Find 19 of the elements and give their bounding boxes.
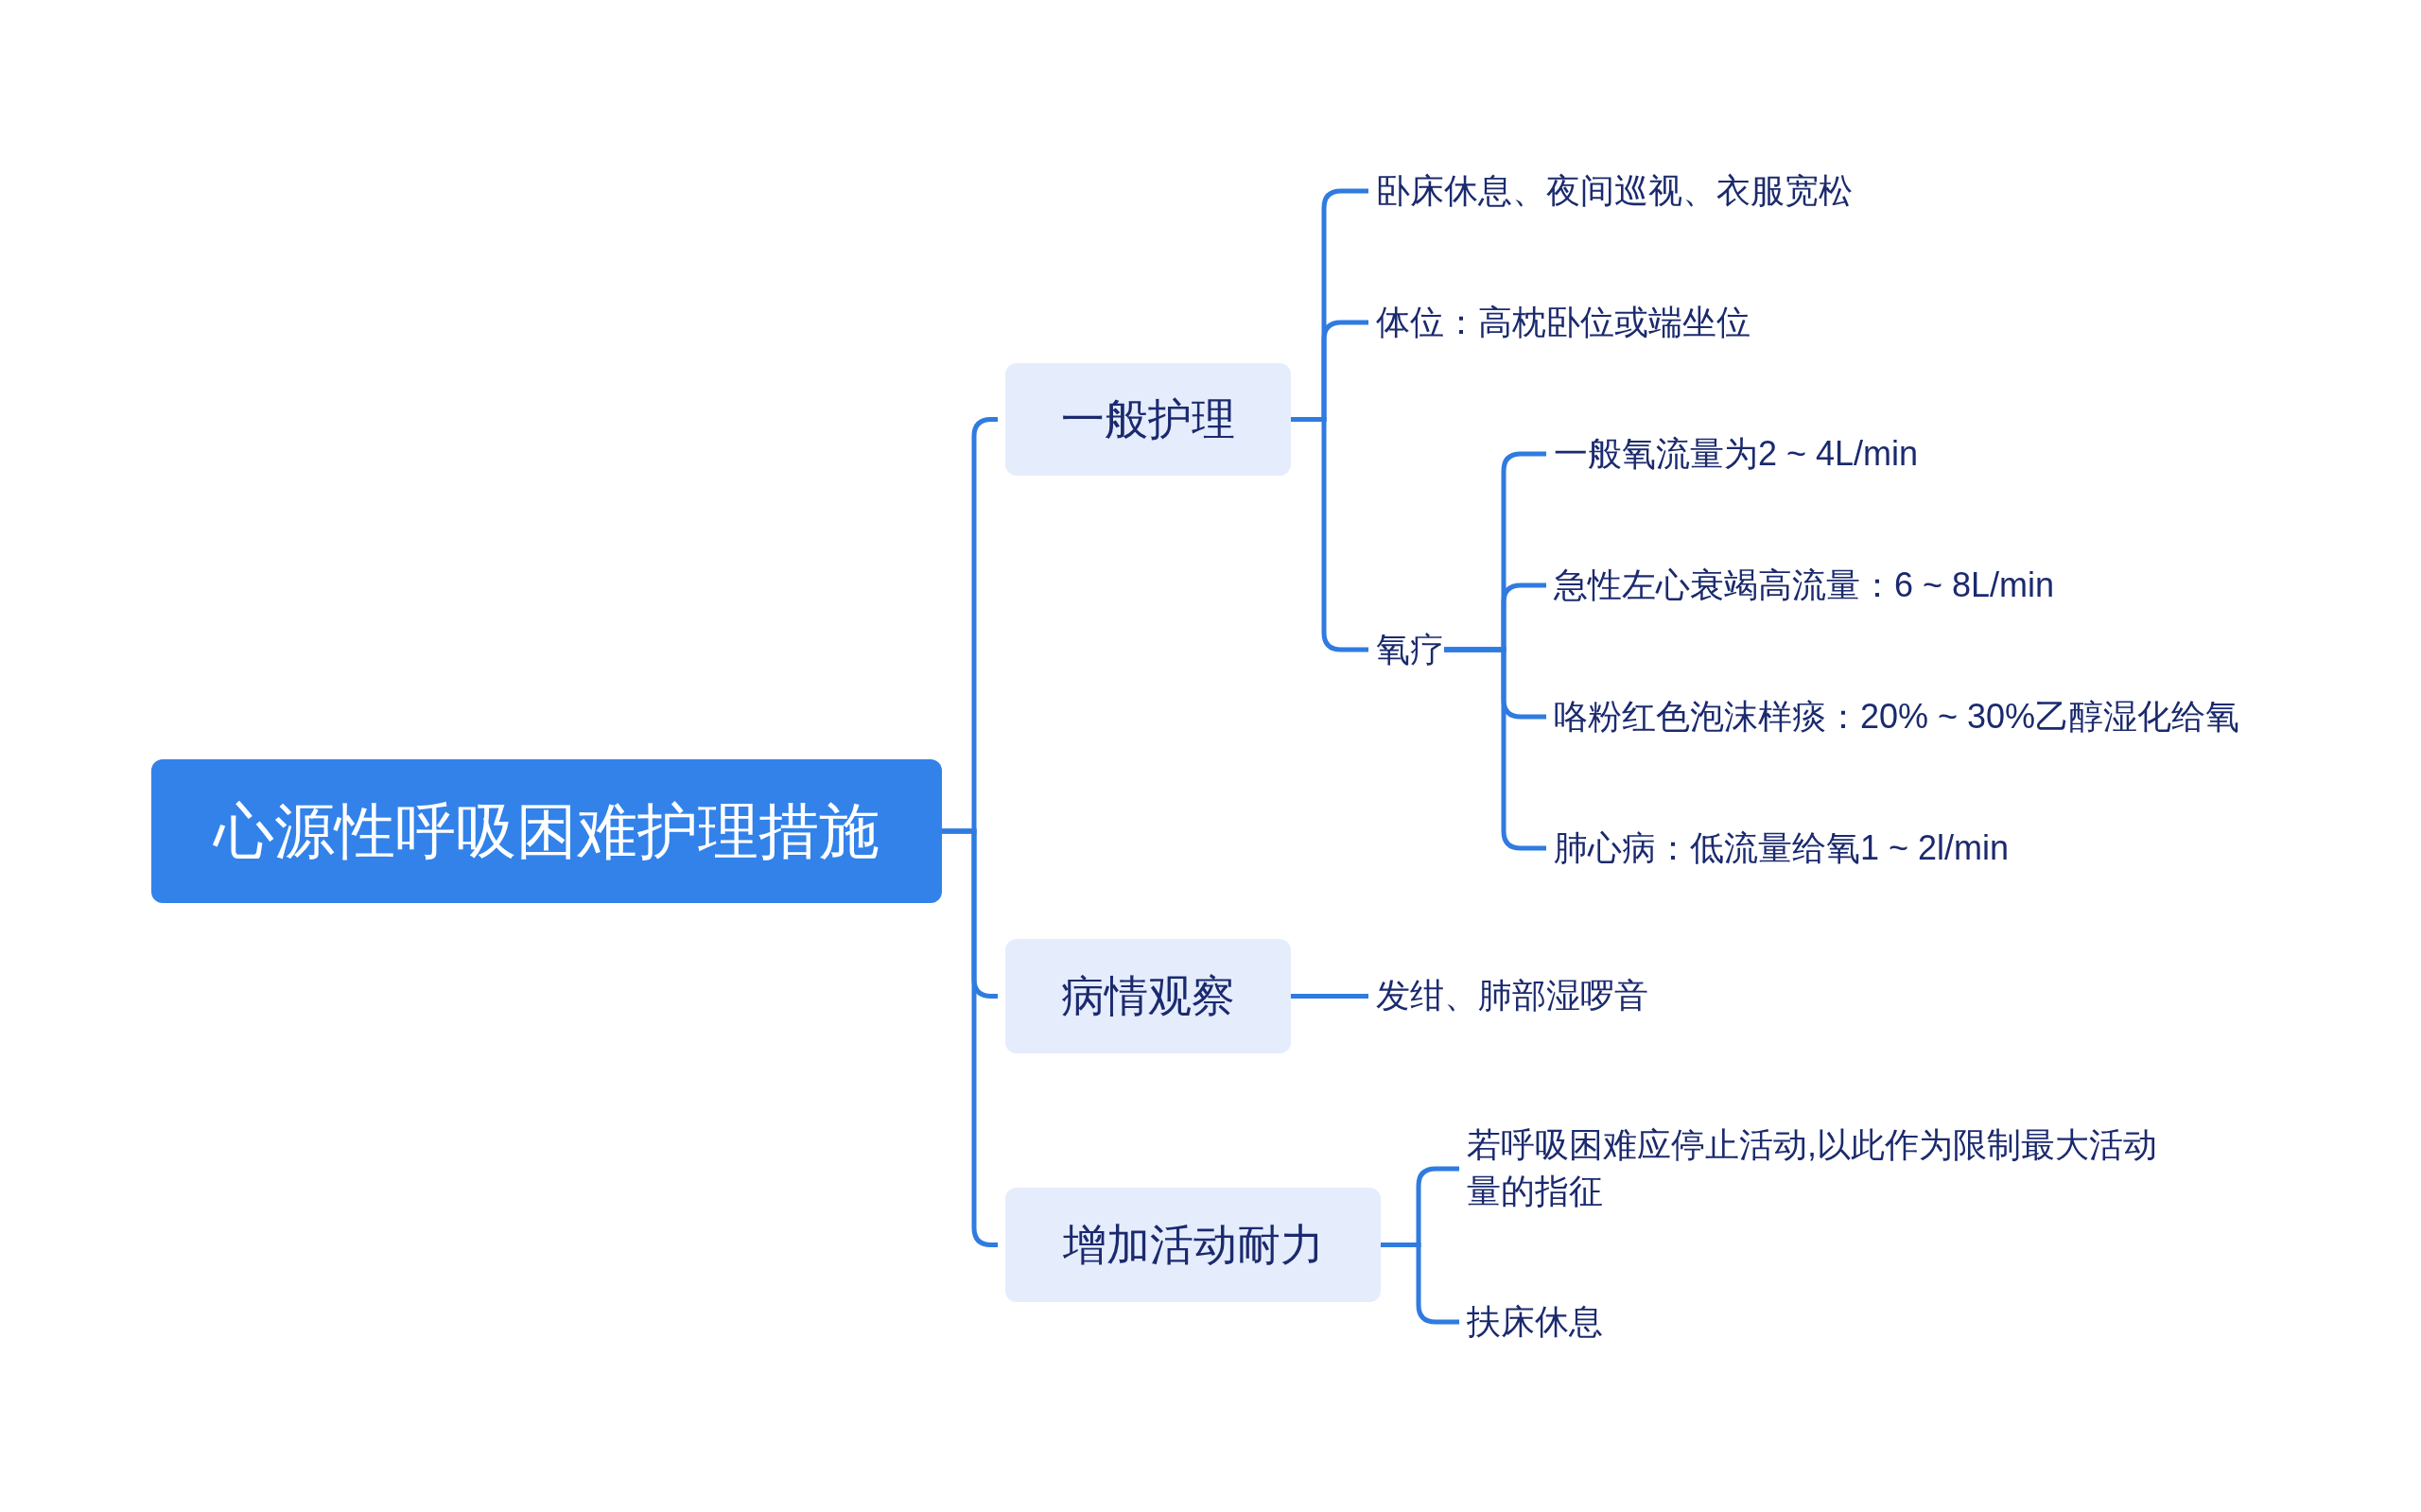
subtopic-text: 扶床休息 [1467,1298,1603,1346]
topic-box: 一般护理 [1005,363,1291,476]
subtopic-text: 若呼吸困难应停止活动,以此作为限制最大活动量的指征 [1467,1122,2167,1215]
connector-line [1291,994,1368,999]
root-topic-box: 心源性呼吸困难护理措施 [151,759,942,903]
subtopic-text: 卧床休息、夜间巡视、衣服宽松 [1376,167,1853,215]
connector-line [1444,647,1546,851]
subtopic-text: 咯粉红色泡沫样痰：20% ~ 30%乙醇湿化给氧 [1554,693,2240,740]
connector-line [1381,1243,1459,1325]
topic-box: 增加活动耐力 [1005,1188,1381,1302]
subtopic-text: 发绀、肺部湿啰音 [1376,972,1648,1019]
subtopic-text: 急性左心衰竭高流量：6 ~ 8L/min [1554,562,2055,609]
subtopic-text: 氧疗 [1376,626,1444,673]
subtopic-text: 肺心病：低流量给氧1 ~ 2l/min [1554,825,2010,872]
subtopic-text: 体位：高枕卧位或端坐位 [1376,299,1750,346]
topic-box: 病情观察 [1005,939,1291,1053]
subtopic-text: 一般氧流量为2 ~ 4L/min [1554,430,1919,478]
connector-line [942,828,998,1247]
connector-line [1291,417,1368,652]
